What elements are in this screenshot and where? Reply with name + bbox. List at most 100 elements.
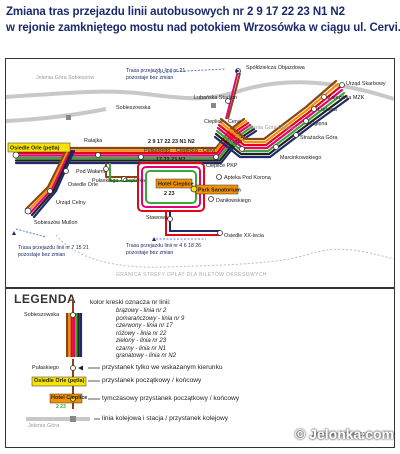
rail-station-cieplice <box>211 103 216 108</box>
title-line-1: Zmiana tras przejazdu linii autobusowych… <box>6 6 345 18</box>
legend-temp-stop <box>70 396 76 402</box>
rail-station-sobieszow <box>66 115 71 120</box>
legend-start-end: przystanek początkowy / końcowy <box>102 377 202 384</box>
legend-pointers <box>88 367 100 420</box>
legend-svg <box>26 299 100 422</box>
note-trasa-21: Trasa przejazdu linii nr 21 <box>126 68 185 74</box>
legend-line-list: brązowy - linia nr 2 pomarańczowy - lini… <box>116 308 184 361</box>
label-lubanska: Lubańska Stadion <box>194 95 237 101</box>
legend-temp-stop-text: tymczasowy przystanek początkowy / końco… <box>102 395 240 402</box>
label-cieplicka-cervi: Cieplicka - Cervi <box>176 148 215 154</box>
stop-sobieszow-mullon[interactable] <box>24 207 32 215</box>
note-trasa-461826: Trasa przejazdu linii nr 4 6 18 26 <box>126 243 201 249</box>
legend-color-bar <box>66 299 83 357</box>
box-hotel-cieplice <box>155 178 193 189</box>
stop-osiedle-orle-petla[interactable] <box>12 151 20 159</box>
stop-marcinkowskiego[interactable] <box>273 144 279 150</box>
legend-line-n2: granatowy - linia nr N2 <box>116 353 177 359</box>
note-trasa-461826b: pozostaje bez zmian <box>126 250 173 256</box>
legend: LEGENDA <box>5 288 395 448</box>
legend-ex-hotel-nums: 2 23 <box>56 404 66 410</box>
stop-urzad-celny[interactable] <box>47 188 53 194</box>
label-sobieszow-mullon: Sobieszów Mullon <box>34 220 77 226</box>
route-map: GRANICA STREFY OPŁAT DLA BILETÓW OKRESOW… <box>5 58 395 288</box>
stop-pulaskiego[interactable] <box>138 154 144 160</box>
label-main-line-numbers: 2 9 17 22 23 N1 N2 <box>148 139 195 145</box>
legend-line-n1: czarny - linia nr N1 <box>116 345 167 352</box>
legend-title: LEGENDA <box>14 292 77 306</box>
stop-ludowa[interactable] <box>311 106 317 112</box>
label-pod-walami: Pod Wałami <box>76 169 105 175</box>
label-hotel-nums: 2 23 <box>164 191 175 197</box>
legend-line-2: brązowy - linia nr 2 <box>116 308 167 314</box>
legend-color-header: kolor kreski oznacza nr linii: <box>90 299 171 306</box>
label-ratajka: Ratajka <box>84 138 102 144</box>
label-zajezdnia: Zajezdnia MZK <box>328 95 365 101</box>
stop-apteka[interactable] <box>216 174 222 180</box>
label-osiedle-orle-petla: Osiedle Orle (pętla) <box>10 146 60 152</box>
label-marcinkowskiego: Marcinkowskiego <box>280 155 321 161</box>
stops <box>12 68 345 236</box>
stop-osiedle-xx-lecia[interactable] <box>217 230 223 236</box>
stop-pulaskiego-cieplicka[interactable] <box>121 176 127 182</box>
stop-ratajka[interactable] <box>95 152 101 158</box>
legend-rail-station <box>70 416 76 422</box>
stop-pod-walami[interactable] <box>103 166 109 172</box>
label-spoldzielcza: Spółdzielcza Objazdowa <box>246 65 305 71</box>
label-jelenia-gora-sobieszow: Jelenia Góra Sobieszów <box>36 75 94 81</box>
label-oglena: Oglęna <box>310 121 327 127</box>
arrow-21 <box>236 69 240 73</box>
railway-line-2 <box>6 107 107 123</box>
label-danilowskiego: Daniłowskiego <box>216 198 251 204</box>
stop-stawowa[interactable] <box>167 216 173 222</box>
legend-ex-orle: Osiedle Orle (pętla) <box>34 378 85 384</box>
label-osiedle-orle: Osiedle Orle <box>68 182 98 188</box>
unchanged-route-71521 <box>15 228 47 238</box>
box-osiedle-orle-petla <box>7 142 71 153</box>
title-line-2: w rejonie zamkniętego mostu nad potokiem… <box>6 22 400 34</box>
legend-line-22: różowy - linia nr 22 <box>116 330 167 337</box>
unchanged-route-21 <box>155 68 227 74</box>
legend-temp-box <box>49 393 83 404</box>
label-jelenia-gora-cieplice: Jelenia Góra Cieplice <box>246 125 297 131</box>
legend-ex-pulaskiego: Pułaskiego <box>32 365 59 371</box>
stop-cieplice-pkp[interactable] <box>239 146 245 152</box>
railway-line <box>6 80 394 101</box>
south-branch-2 <box>165 211 220 236</box>
stop-urzad-skarbowy[interactable] <box>339 82 345 88</box>
label-sobieszowska: Sobieszowska <box>116 105 150 111</box>
label-apteka: Apteka Pod Koroną <box>224 175 271 181</box>
arrow-71521 <box>12 231 16 235</box>
legend-one-direction: przystanek tylko we wskazanym kierunku <box>102 364 223 371</box>
label-hotel-cieplice: Hotel Cieplice <box>158 182 194 188</box>
legend-line-9: pomarańczowy - linia nr 9 <box>116 315 185 322</box>
note-trasa-21b: pozostaje bez zmian <box>126 75 173 81</box>
east-route-bundle <box>213 79 350 159</box>
label-park-sanatorium: Park Sanatorium <box>198 188 241 194</box>
zone-border <box>55 234 394 268</box>
stop-zajezdnia[interactable] <box>321 94 327 100</box>
stop-osiedle-orle[interactable] <box>63 168 69 174</box>
stop-danilowskiego[interactable] <box>208 196 214 202</box>
route-map-svg: GRANICA STREFY OPŁAT DLA BILETÓW OKRESOW… <box>6 65 394 278</box>
legend-one-direction-stop <box>70 365 76 371</box>
legend-ex-hotel: Hotel Cieplice <box>51 395 88 401</box>
watermark: © Jelonka.com <box>294 426 394 442</box>
footer-date: Jelenia Góra, 21.06.2017 r. <box>312 432 373 438</box>
stop-strazacka[interactable] <box>293 132 299 138</box>
legend-direction-arrow <box>78 365 83 371</box>
label-urzad-celny: Urząd Celny <box>56 200 86 206</box>
stop-lubanska[interactable] <box>225 98 231 104</box>
stop-park-sanatorium[interactable] <box>190 185 198 193</box>
stop-oglena[interactable] <box>303 118 309 124</box>
legend-line-23: zielony - linia nr 23 <box>116 338 167 344</box>
label-cieplice-cervi: Cieplice - Cervi <box>204 119 241 125</box>
legend-ex-rail: Jelenia Góra <box>28 423 60 429</box>
label-pulaskiego: Pułaskiego <box>144 148 170 154</box>
stop-cieplicka-cervi[interactable] <box>213 154 219 160</box>
zone-border-label: GRANICA STREFY OPŁAT DLA BILETÓW OKRESOW… <box>116 271 267 278</box>
north-branch-2 <box>227 72 241 120</box>
note-trasa-71521b: pozostaje bez zmian <box>18 252 65 258</box>
arrow-461826 <box>152 237 156 241</box>
